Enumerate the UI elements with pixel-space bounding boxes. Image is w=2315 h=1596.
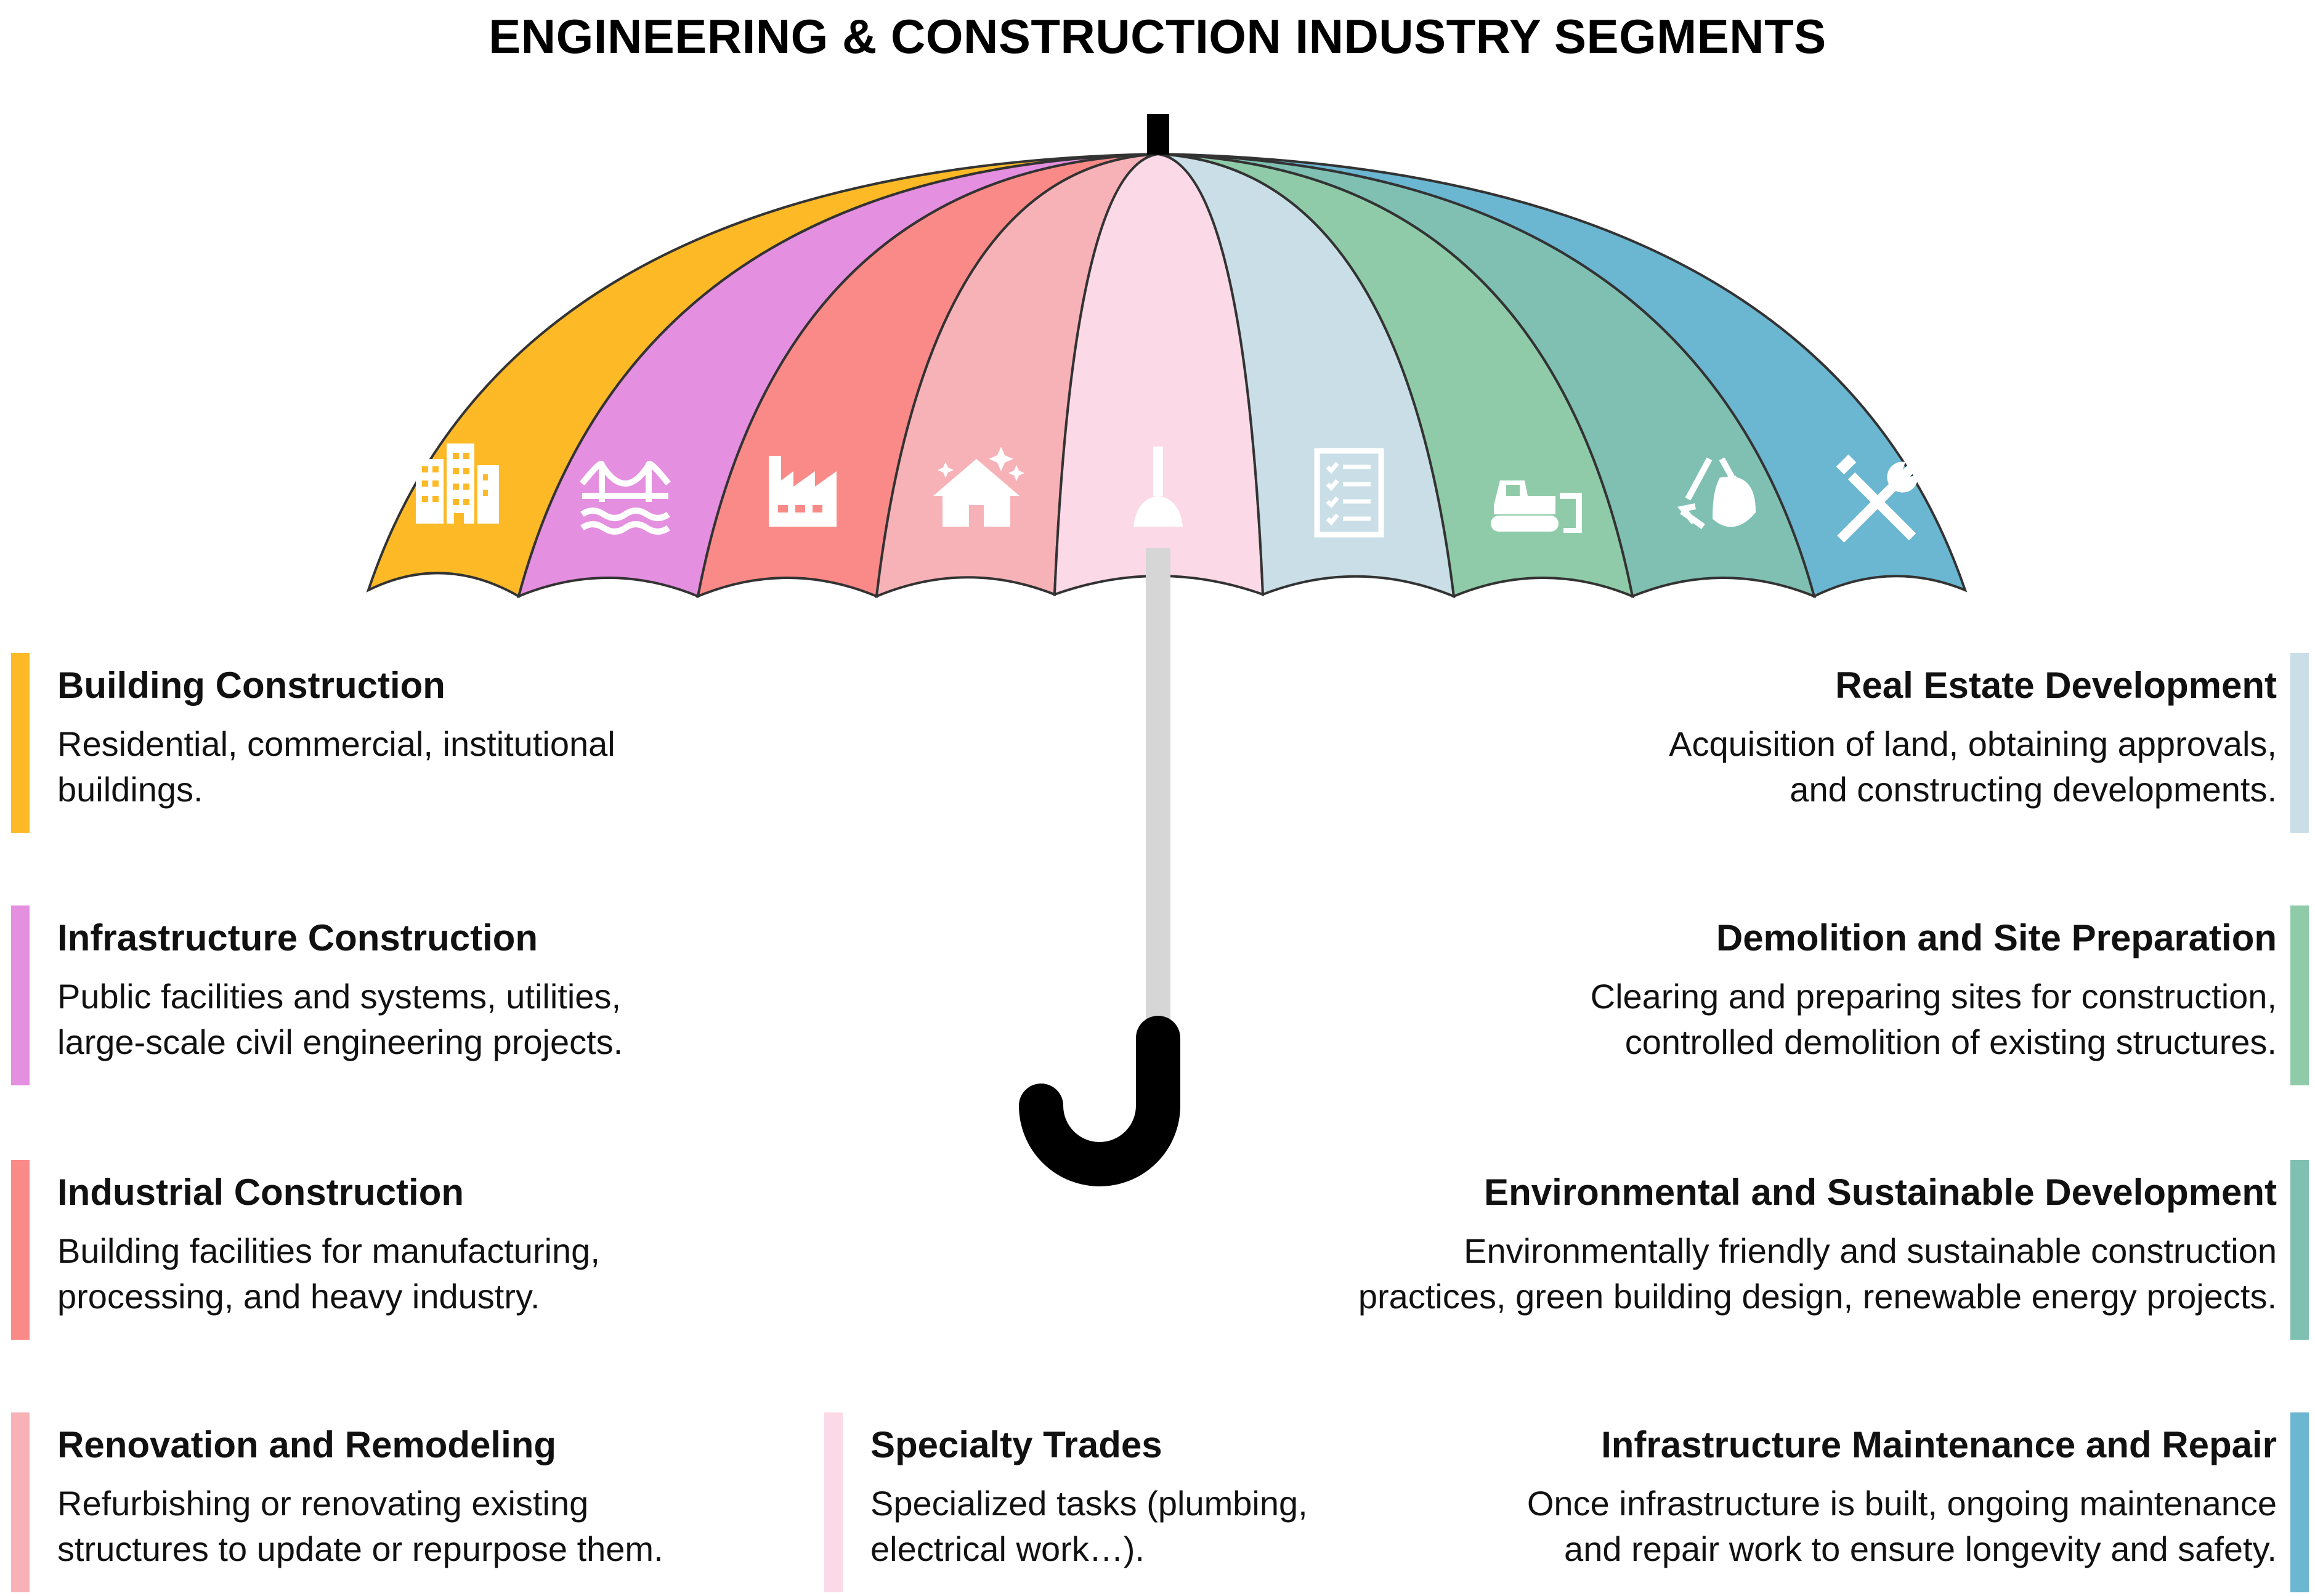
segment-color-bar [2290,1412,2309,1592]
segment-color-bar [2290,905,2309,1085]
buildings-icon [416,444,499,524]
segment-description: practices, green building design, renewa… [1358,1277,2277,1316]
bridge-icon [580,461,671,535]
segment-color-bar [2290,653,2309,833]
segment-title: Demolition and Site Preparation [1716,917,2277,958]
canopy-panel-9 [1158,153,1968,598]
segment-color-bar [824,1412,843,1592]
umbrella-tip [1147,114,1169,155]
bulldozer-icon [1491,480,1582,533]
segment-title: Building Construction [57,665,445,706]
factory-icon [769,456,837,527]
recycle-icon [1677,457,1756,530]
segment-title: Infrastructure Maintenance and Repair [1601,1424,2277,1465]
diagram-title: ENGINEERING & CONSTRUCTION INDUSTRY SEGM… [489,9,1826,63]
segment-description: and repair work to ensure longevity and … [1564,1529,2277,1568]
segment-description: and constructing developments. [1790,770,2277,809]
segment-title: Renovation and Remodeling [57,1424,557,1465]
umbrella-handle [1019,1016,1180,1186]
segment-color-bar [11,905,30,1085]
segment-description: processing, and heavy industry. [57,1277,540,1316]
segment-color-bar [2290,1160,2309,1340]
segment-description: Building facilities for manufacturing, [57,1231,600,1270]
segment-description: buildings. [57,770,203,809]
segment-description: large-scale civil engineering projects. [57,1023,623,1061]
checklist-icon [1314,448,1384,538]
house-icon [933,447,1024,527]
segment-title: Specialty Trades [870,1424,1162,1465]
segment-description: Acquisition of land, obtaining approvals… [1669,724,2277,763]
segment-color-bar [11,1412,30,1592]
segment-description: Specialized tasks (plumbing, [870,1484,1308,1523]
segment-description: Refurbishing or renovating existing [57,1484,589,1523]
segment-title: Real Estate Development [1835,665,2277,706]
plunger-icon [1133,447,1183,527]
segment-title: Industrial Construction [57,1172,464,1213]
segment-description: Once infrastructure is built, ongoing ma… [1526,1484,2277,1523]
tools-icon [1836,454,1918,543]
segment-description: controlled demolition of existing struct… [1624,1023,2277,1061]
segment-description: electrical work…). [870,1529,1145,1568]
segment-color-bar [11,1160,30,1340]
segment-description: Clearing and preparing sites for constru… [1590,977,2277,1016]
segment-color-bar [11,653,30,833]
segment-description: Environmentally friendly and sustainable… [1464,1231,2277,1270]
segment-title: Infrastructure Construction [57,917,538,958]
segment-title: Environmental and Sustainable Developmen… [1484,1172,2277,1213]
segment-description: Residential, commercial, institutional [57,724,615,763]
umbrella-shaft [1146,548,1170,1041]
segment-description: Public facilities and systems, utilities… [57,977,622,1016]
segment-description: structures to update or repurpose them. [57,1529,663,1568]
